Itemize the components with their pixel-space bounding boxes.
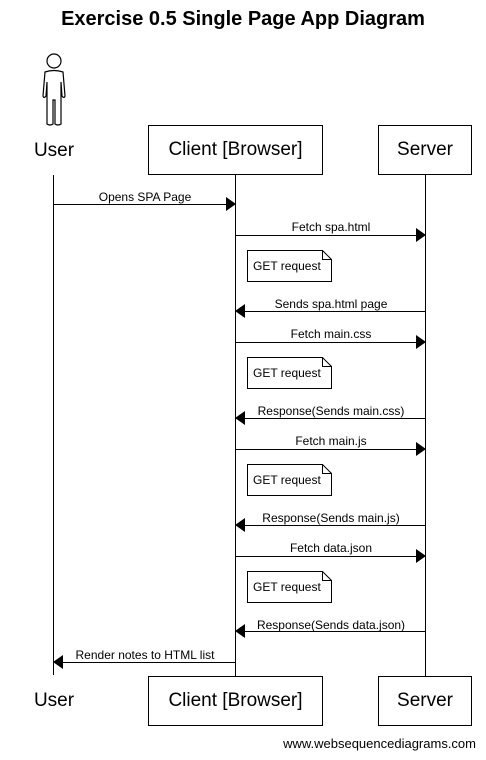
server-label-top: Server bbox=[397, 139, 453, 160]
message-label: Render notes to HTML list bbox=[75, 648, 215, 662]
message-arrow bbox=[245, 311, 425, 312]
message-arrow bbox=[236, 449, 416, 450]
note: GET request bbox=[247, 250, 332, 282]
arrow-head-right bbox=[226, 197, 236, 211]
note-shape bbox=[247, 571, 332, 603]
message-label: Sends spa.html page bbox=[274, 297, 388, 311]
arrow-head-right bbox=[416, 228, 426, 242]
message-label: Response(Sends data.json) bbox=[256, 618, 406, 632]
message-label: Fetch spa.html bbox=[291, 220, 371, 234]
server-box-top: Server bbox=[378, 125, 472, 175]
user-lifeline bbox=[53, 175, 54, 675]
message-arrow bbox=[236, 342, 416, 343]
arrow-head-left bbox=[235, 411, 245, 425]
client-label-bottom: Client [Browser] bbox=[168, 690, 303, 711]
note-shape bbox=[247, 464, 332, 496]
note-shape bbox=[247, 357, 332, 389]
message-arrow bbox=[245, 631, 425, 632]
arrow-head-left bbox=[53, 655, 63, 669]
user-label-bottom: User bbox=[33, 690, 75, 711]
arrow-head-left bbox=[235, 304, 245, 318]
message-arrow bbox=[54, 204, 226, 205]
arrow-head-left bbox=[235, 518, 245, 532]
client-label-top: Client [Browser] bbox=[168, 139, 303, 160]
note-text: GET request bbox=[253, 473, 321, 487]
client-box-bottom: Client [Browser] bbox=[148, 676, 323, 726]
message-arrow bbox=[245, 418, 425, 419]
server-box-bottom: Server bbox=[378, 676, 472, 726]
user-label-top: User bbox=[33, 140, 75, 161]
message-arrow bbox=[236, 556, 416, 557]
note: GET request bbox=[247, 571, 332, 603]
message-label: Response(Sends main.css) bbox=[257, 404, 405, 418]
arrow-head-right bbox=[416, 549, 426, 563]
message-arrow bbox=[236, 235, 416, 236]
message-arrow bbox=[63, 662, 235, 663]
note-text: GET request bbox=[253, 259, 321, 273]
note-text: GET request bbox=[253, 580, 321, 594]
message-label: Opens SPA Page bbox=[98, 190, 192, 204]
client-lifeline bbox=[235, 175, 236, 676]
server-lifeline bbox=[425, 175, 426, 676]
arrow-head-left bbox=[235, 624, 245, 638]
note: GET request bbox=[247, 357, 332, 389]
message-label: Response(Sends main.js) bbox=[262, 511, 400, 525]
server-label-bottom: Server bbox=[397, 690, 453, 711]
note-shape bbox=[247, 250, 332, 282]
client-box-top: Client [Browser] bbox=[148, 125, 323, 175]
user-actor-icon bbox=[42, 53, 66, 126]
arrow-head-right bbox=[416, 335, 426, 349]
message-label: Fetch main.css bbox=[290, 327, 372, 341]
message-label: Fetch main.js bbox=[295, 434, 367, 448]
note-text: GET request bbox=[253, 366, 321, 380]
message-arrow bbox=[245, 525, 425, 526]
message-label: Fetch data.json bbox=[289, 541, 373, 555]
arrow-head-right bbox=[416, 442, 426, 456]
note: GET request bbox=[247, 464, 332, 496]
diagram-title: Exercise 0.5 Single Page App Diagram bbox=[61, 8, 425, 30]
watermark: www.websequencediagrams.com bbox=[283, 736, 476, 751]
